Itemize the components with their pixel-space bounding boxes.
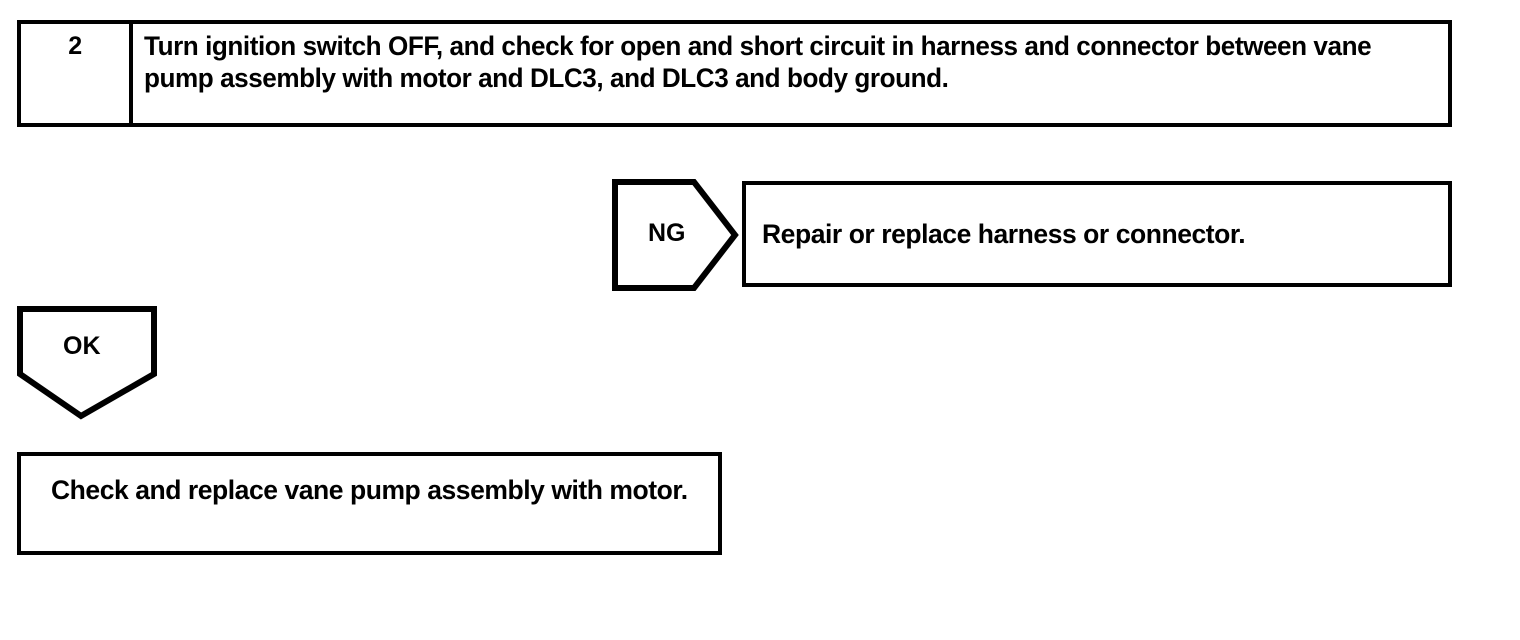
ok-branch-label: OK [63,332,101,360]
ng-branch-label: NG [648,219,686,247]
ok-branch-connector: OK [17,306,157,422]
step-instruction-cell: Turn ignition switch OFF, and check for … [133,24,1448,123]
ng-branch-connector: NG [612,179,739,291]
ok-result-box: Check and replace vane pump assembly wit… [17,452,722,555]
step-instruction-text: Turn ignition switch OFF, and check for … [144,31,1372,93]
ok-result-text: Check and replace vane pump assembly wit… [51,475,688,505]
ng-pentagon-shape [612,179,739,291]
ng-result-text: Repair or replace harness or connector. [762,218,1246,249]
ng-result-box: Repair or replace harness or connector. [742,181,1452,287]
ok-pentagon-shape [17,306,157,420]
step-number-cell: 2 [21,24,133,123]
step-table: 2 Turn ignition switch OFF, and check fo… [17,20,1452,127]
step-number: 2 [68,32,82,60]
